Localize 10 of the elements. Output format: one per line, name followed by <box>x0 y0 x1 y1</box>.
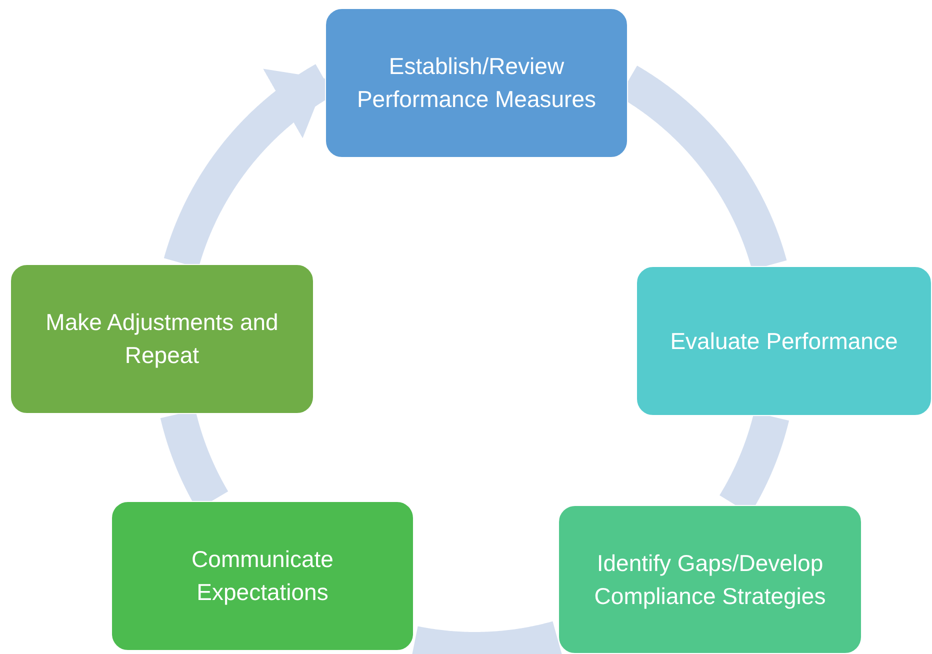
step-label: Communicate Expectations <box>190 545 334 607</box>
process-box <box>111 501 414 651</box>
step-label: Identify Gaps/Develop Compliance Strategies <box>593 548 827 611</box>
step-label: Make Adjustments and Repeat <box>44 308 280 370</box>
process-box <box>636 266 932 416</box>
process-box <box>10 264 314 414</box>
step-label: Evaluate Performance <box>670 326 898 356</box>
process-box <box>558 505 862 654</box>
process-box <box>325 8 628 158</box>
step-label: Establish/Review Performance Measures <box>356 52 598 114</box>
